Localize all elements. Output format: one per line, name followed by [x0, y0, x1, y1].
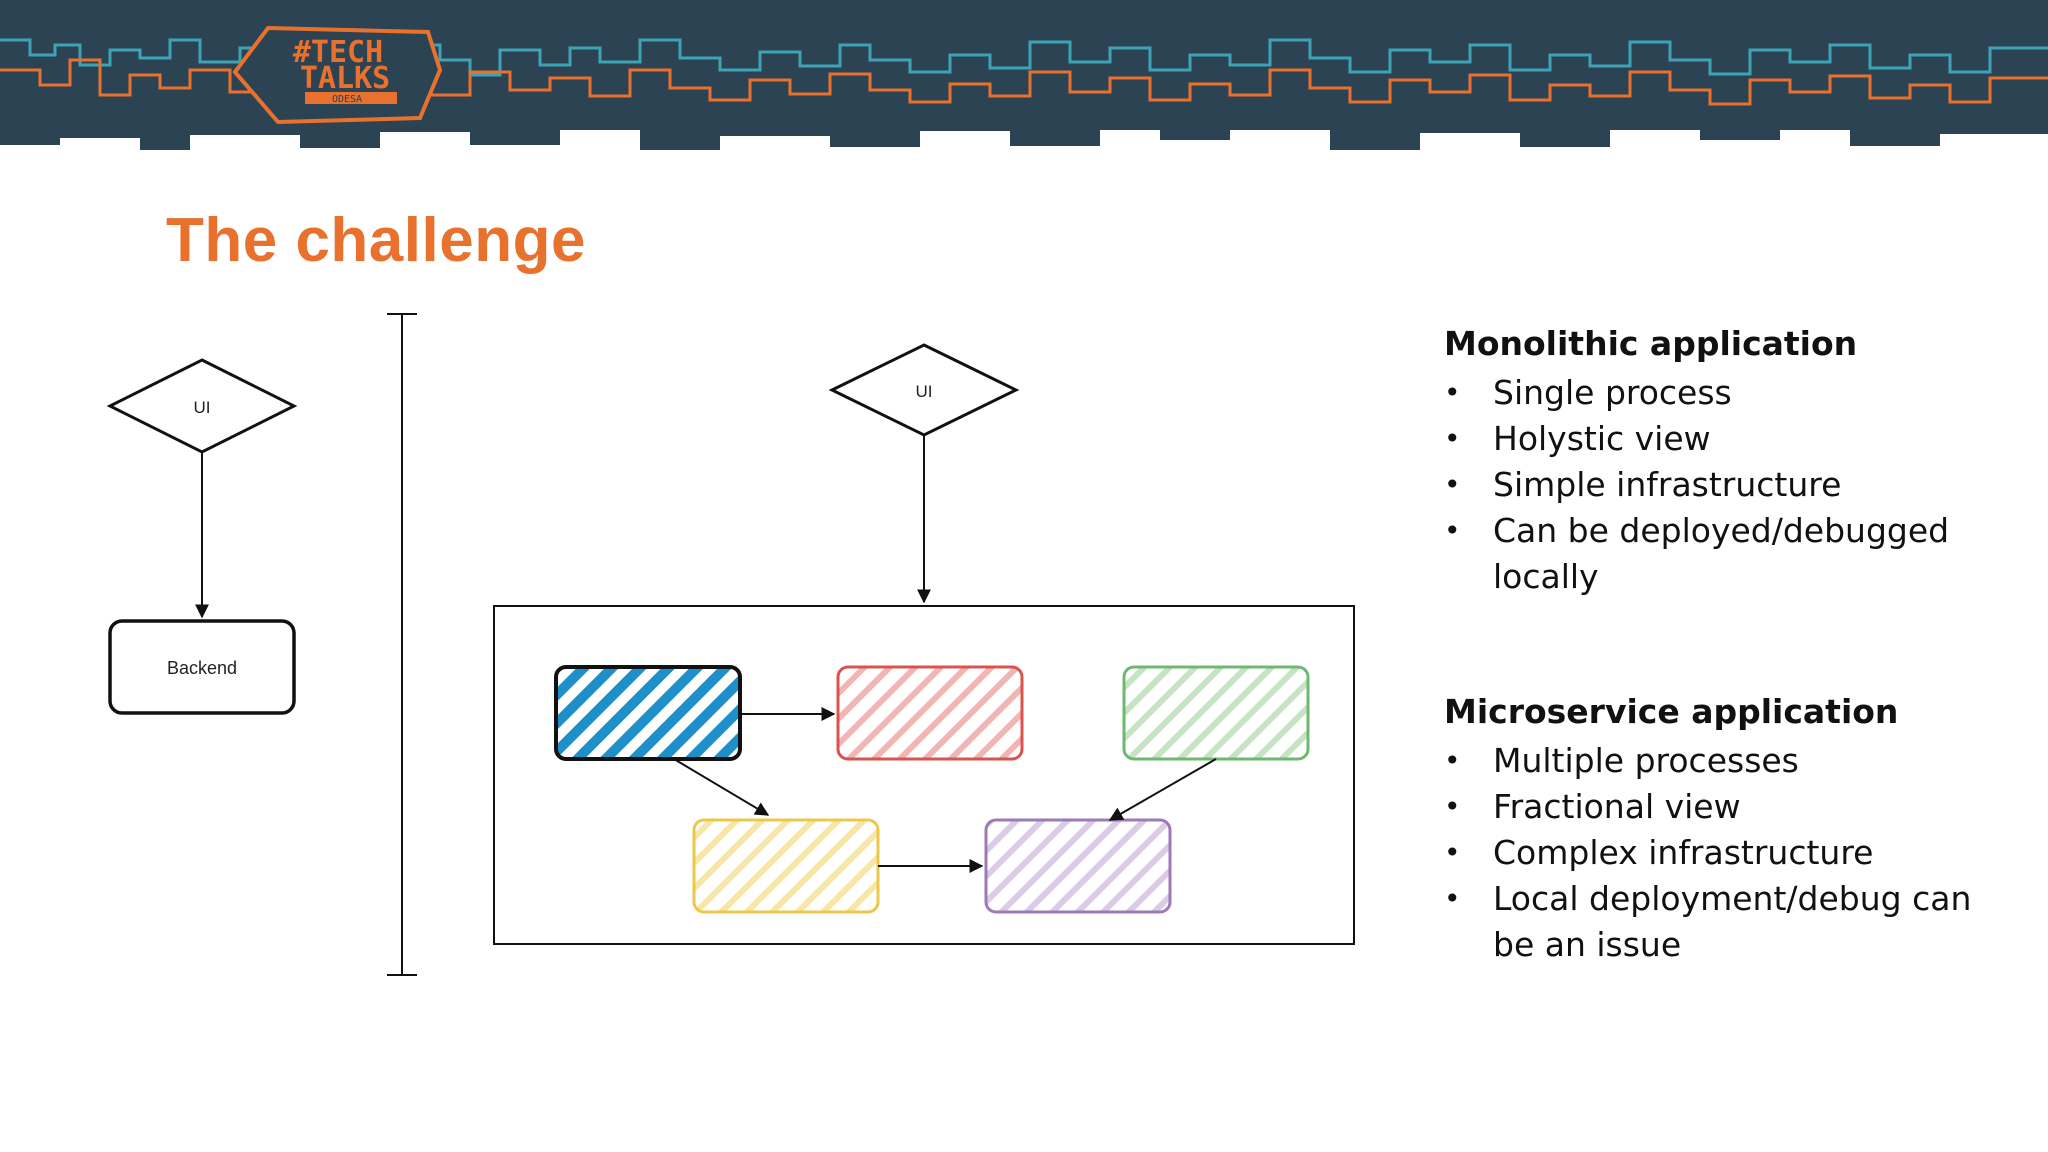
monolith-ui-label: UI [194, 398, 211, 417]
monolithic-list: •Single process •Holystic view •Simple i… [1444, 370, 2004, 600]
list-item: •Fractional view [1444, 787, 1741, 826]
logo-line1: #TECH [293, 35, 383, 70]
tech-talks-logo: #TECH TALKS ODESA [232, 25, 443, 125]
list-item: •Local deployment/debug can be an issue [1444, 879, 1972, 964]
logo-sub: ODESA [332, 94, 362, 105]
slide-title: The challenge [166, 206, 586, 275]
monolithic-heading: Monolithic application [1444, 324, 1858, 363]
microservice-list: •Multiple processes •Fractional view •Co… [1444, 738, 2004, 968]
micro-ui-label: UI [916, 382, 933, 401]
service-box-purple [984, 818, 1172, 914]
list-item-text: Local deployment/debug can be an issue [1493, 879, 1972, 964]
list-item: •Single process [1444, 373, 1732, 412]
list-item-text: Can be deployed/debugged locally [1493, 511, 1950, 596]
monolithic-section: Monolithic application •Single process •… [1444, 322, 2004, 600]
list-item-text: Complex infrastructure [1493, 833, 1874, 872]
monolith-backend-label: Backend [167, 658, 237, 678]
service-box-green [1122, 665, 1310, 761]
divider [387, 313, 417, 976]
header-banner: #TECH TALKS ODESA [0, 0, 2048, 150]
list-item-text: Simple infrastructure [1493, 465, 1842, 504]
list-item-text: Fractional view [1493, 787, 1741, 826]
service-box-yellow [692, 818, 880, 914]
service-box-blue [554, 665, 742, 761]
arrow-green-purple [1108, 758, 1217, 821]
list-item-text: Multiple processes [1493, 741, 1799, 780]
list-item: •Multiple processes [1444, 741, 1799, 780]
monolith-backend-node [108, 619, 296, 715]
arrow-blue-yellow [673, 758, 770, 816]
list-item-text: Single process [1493, 373, 1732, 412]
logo-line2: TALKS [300, 61, 390, 96]
microservice-section: Microservice application •Multiple proce… [1444, 690, 2004, 968]
monolith-diagram: UI Backend [106, 358, 298, 715]
microservice-diagram: UI [493, 343, 1355, 945]
list-item: •Can be deployed/debugged locally [1444, 511, 1950, 596]
list-item-text: Holystic view [1493, 419, 1711, 458]
microservice-heading: Microservice application [1444, 692, 1899, 731]
list-item: •Simple infrastructure [1444, 465, 1842, 504]
list-item: •Complex infrastructure [1444, 833, 1874, 872]
service-box-red [836, 665, 1024, 761]
services-container [493, 605, 1355, 945]
list-item: •Holystic view [1444, 419, 1711, 458]
